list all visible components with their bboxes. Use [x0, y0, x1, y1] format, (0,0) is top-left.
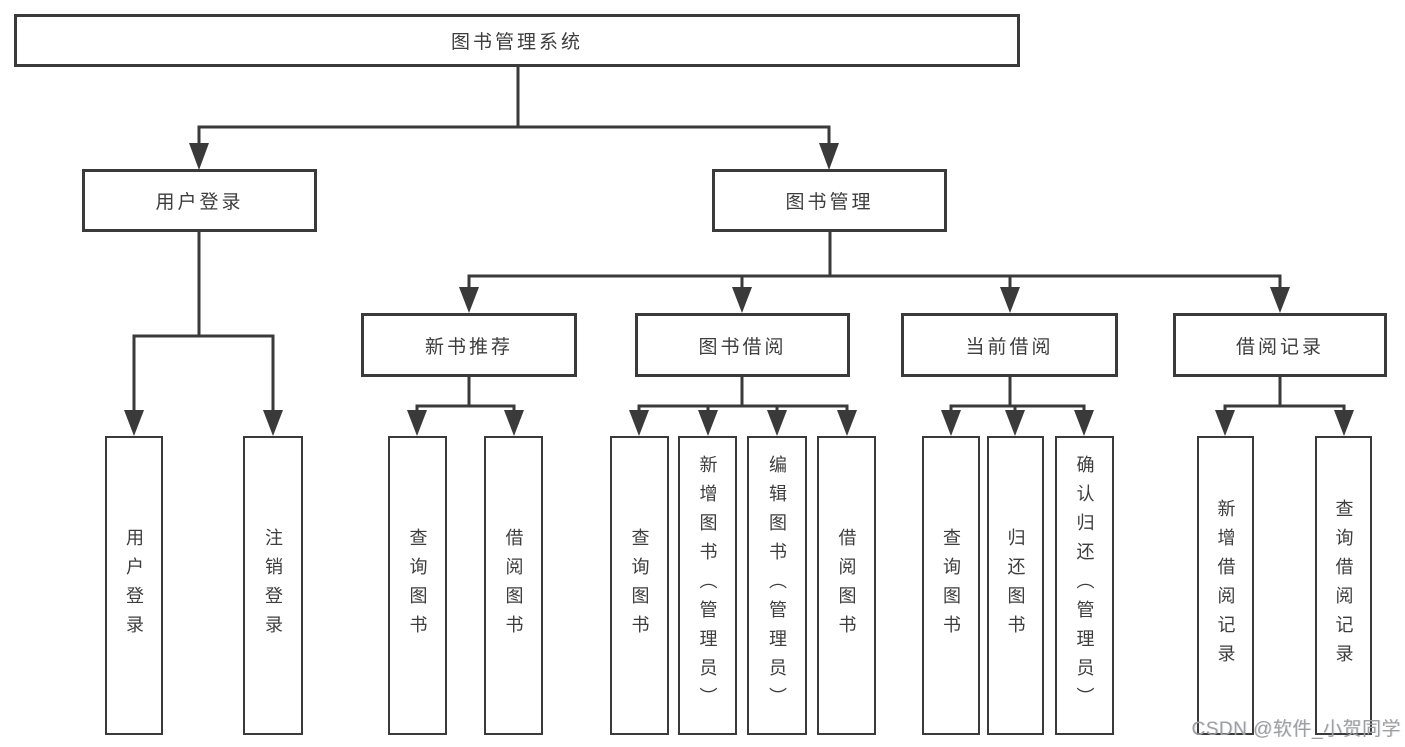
node-new-book-recommend: 新书推荐 [361, 313, 577, 377]
node-book-borrow: 图书借阅 [635, 313, 850, 377]
leaf-query-borrow-record: 查询借阅记录 [1315, 436, 1372, 735]
leaf-query-books-borrow: 查询图书 [610, 436, 669, 735]
leaf-user-login: 用户登录 [105, 436, 163, 735]
leaf-label: 注销登录 [263, 527, 283, 644]
leaf-query-books-recommend: 查询图书 [388, 436, 447, 735]
connector-arrowheads [124, 143, 1354, 436]
csdn-watermark: CSDN @软件_小贺同学 [1191, 719, 1401, 740]
leaf-label: 查询图书 [629, 527, 650, 644]
leaf-label: 查询图书 [941, 527, 961, 644]
leaf-add-books-admin: 新增图书（管理员） [678, 436, 737, 735]
leaf-add-borrow-record: 新增借阅记录 [1197, 436, 1254, 735]
connector-lines [132, 67, 1346, 413]
node-book-management: 图书管理 [712, 169, 947, 232]
leaf-label: 新增借阅记录 [1215, 498, 1236, 673]
leaf-label: 用户登录 [124, 527, 144, 644]
leaf-label: 查询图书 [407, 527, 428, 644]
leaf-label: 借阅图书 [503, 527, 524, 644]
node-borrow-record: 借阅记录 [1173, 313, 1387, 377]
leaf-borrow-books: 借阅图书 [817, 436, 876, 735]
leaf-label: 归还图书 [1005, 527, 1026, 644]
leaf-label: 借阅图书 [836, 527, 857, 644]
leaf-confirm-return-admin: 确认归还（管理员） [1055, 436, 1114, 735]
leaf-return-books: 归还图书 [987, 436, 1044, 735]
leaf-label: 查询借阅记录 [1333, 498, 1354, 673]
leaf-label: 新增图书（管理员） [697, 455, 718, 716]
leaf-label: 编辑图书（管理员） [767, 455, 787, 716]
leaf-label: 确认归还（管理员） [1074, 455, 1095, 716]
node-user-login: 用户登录 [82, 169, 317, 232]
node-current-borrow: 当前借阅 [901, 313, 1118, 377]
leaf-edit-books-admin: 编辑图书（管理员） [747, 436, 807, 735]
leaf-query-books-current: 查询图书 [922, 436, 980, 735]
leaf-logout: 注销登录 [243, 436, 303, 735]
node-library-management-system: 图书管理系统 [14, 14, 1020, 67]
leaf-borrow-books-recommend: 借阅图书 [484, 436, 543, 735]
